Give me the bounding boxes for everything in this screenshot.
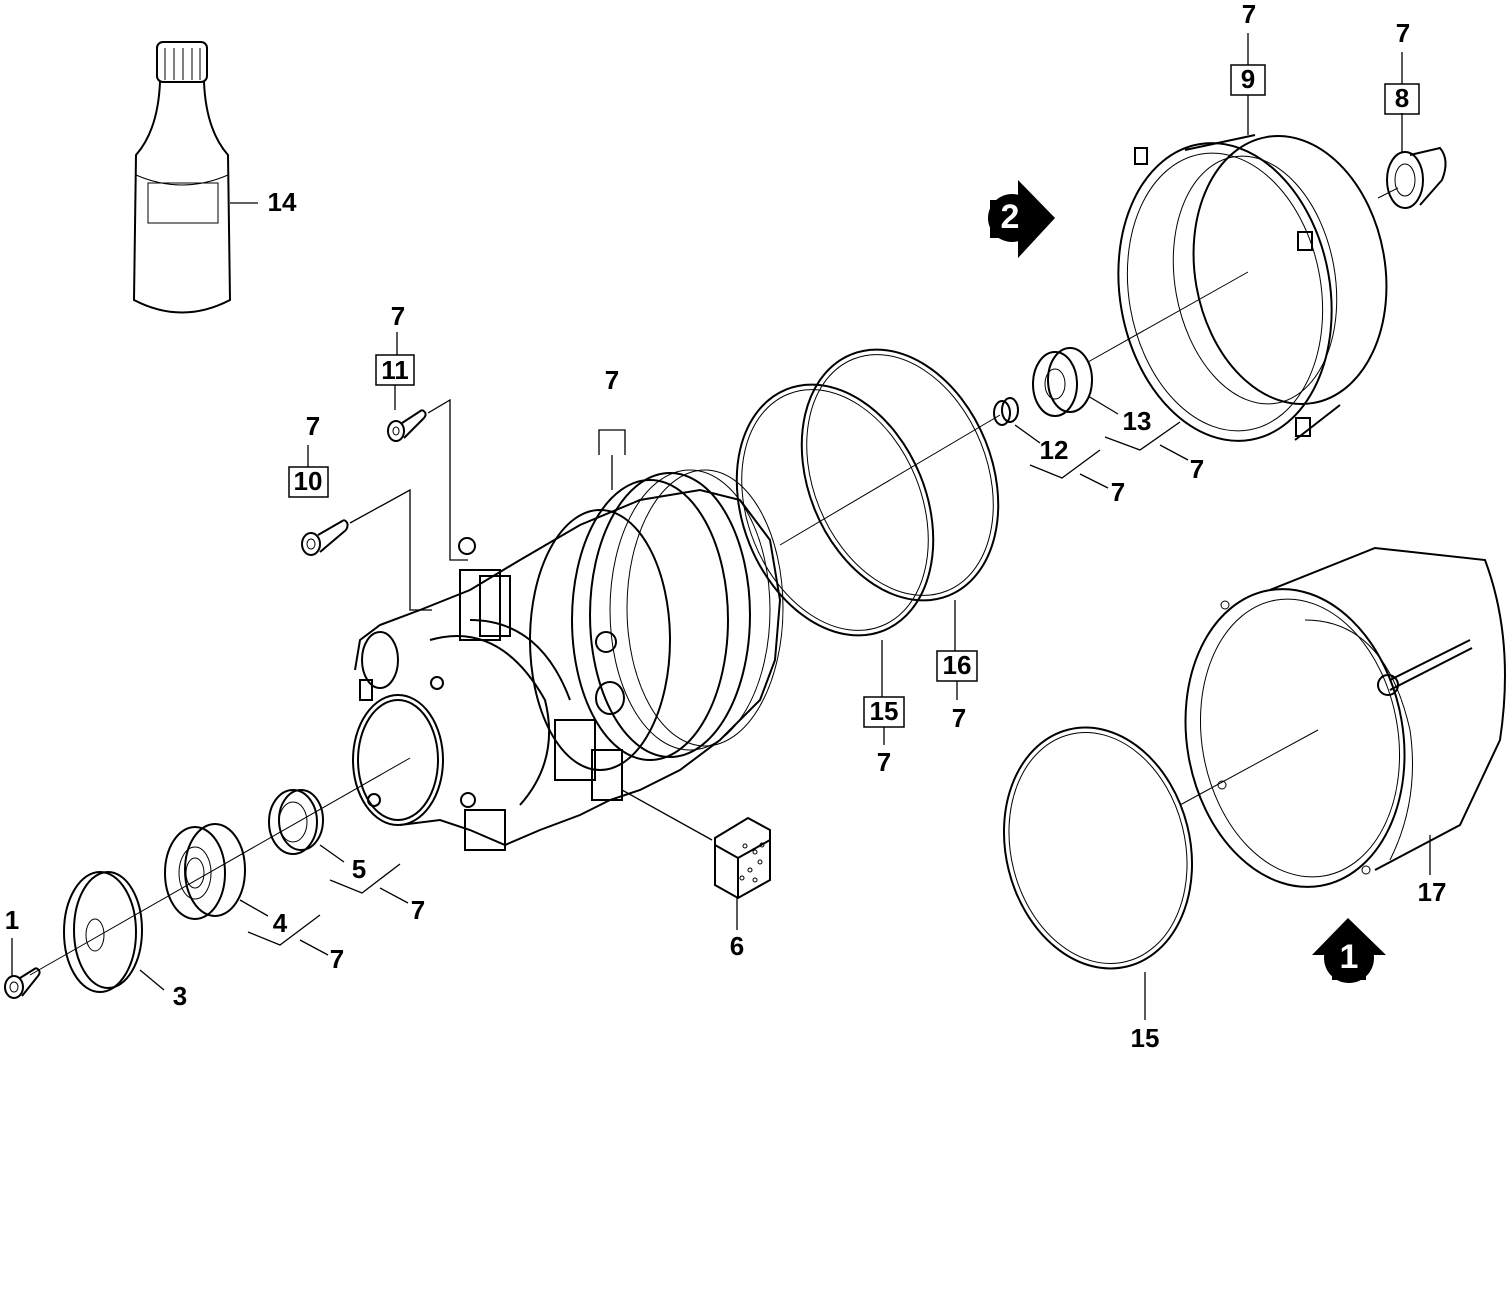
label-1: 1 bbox=[5, 905, 19, 935]
cap-part-8 bbox=[1386, 146, 1447, 209]
label-17: 17 bbox=[1418, 877, 1447, 907]
brush-block-part-6 bbox=[714, 816, 771, 900]
label-13: 13 bbox=[1123, 406, 1152, 436]
label-3: 3 bbox=[173, 981, 187, 1011]
reference-arrow-1: 1 bbox=[1312, 918, 1386, 983]
label-15-lower: 15 bbox=[1131, 1023, 1160, 1053]
label-12: 12 bbox=[1040, 435, 1069, 465]
housing-part-17 bbox=[1184, 546, 1506, 888]
reference-2-number: 2 bbox=[1001, 198, 1020, 236]
label-6: 6 bbox=[730, 931, 744, 961]
reference-arrow-2: 2 bbox=[988, 180, 1055, 258]
o-ring-part-16 bbox=[800, 348, 1000, 602]
o-ring-part-15-lower bbox=[1002, 726, 1194, 970]
label-15-upper: 15 bbox=[870, 696, 899, 726]
label-11: 11 bbox=[381, 355, 409, 385]
reference-1-number: 1 bbox=[1340, 938, 1359, 976]
bushing-part-12 bbox=[993, 397, 1019, 426]
label-9-note: 7 bbox=[1242, 0, 1256, 29]
screw-part-1 bbox=[4, 967, 41, 999]
label-8: 8 bbox=[1395, 83, 1409, 113]
o-ring-part-15-upper bbox=[735, 383, 935, 637]
bottle-part-14 bbox=[132, 41, 232, 314]
label-10-note: 7 bbox=[306, 411, 320, 441]
cap-part-3 bbox=[63, 871, 143, 993]
label-13-note: 7 bbox=[1190, 454, 1204, 484]
label-4-note: 7 bbox=[330, 944, 344, 974]
label-4: 4 bbox=[273, 908, 288, 938]
label-14: 14 bbox=[268, 187, 297, 217]
bearing-part-4 bbox=[164, 823, 246, 920]
label-16: 16 bbox=[943, 650, 972, 680]
label-5-note: 7 bbox=[411, 895, 425, 925]
label-12-note: 7 bbox=[1111, 477, 1125, 507]
housing-ring-part-9 bbox=[1117, 134, 1388, 442]
label-11-note: 7 bbox=[391, 301, 405, 331]
screw-part-10 bbox=[301, 519, 349, 556]
bearing-part-13 bbox=[1032, 347, 1093, 417]
seal-part-5 bbox=[268, 789, 324, 855]
label-16-note: 7 bbox=[952, 703, 966, 733]
label-9: 9 bbox=[1241, 64, 1255, 94]
label-15-upper-note: 7 bbox=[877, 747, 891, 777]
label-8-note: 7 bbox=[1396, 18, 1410, 48]
label-7-motor: 7 bbox=[605, 365, 619, 395]
label-5: 5 bbox=[352, 854, 366, 884]
motor-assembly bbox=[352, 469, 784, 851]
label-10: 10 bbox=[294, 466, 323, 496]
screw-part-11 bbox=[387, 409, 427, 442]
